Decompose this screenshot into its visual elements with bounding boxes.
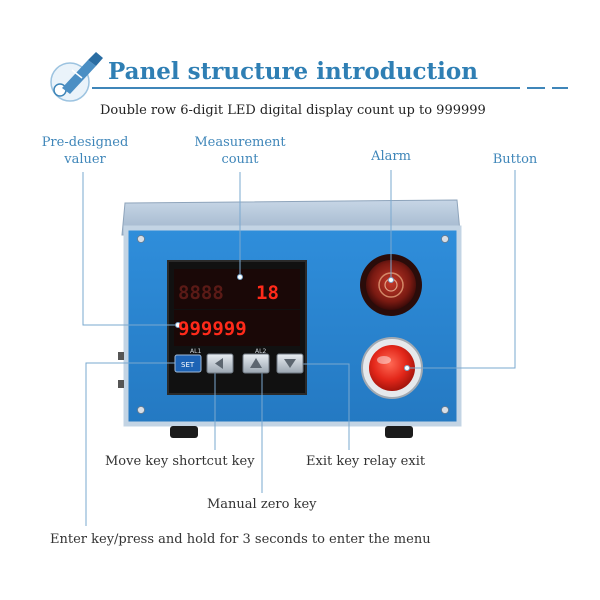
leader-lines [82, 170, 516, 526]
measurement-line1: Measurement [194, 135, 286, 150]
button-label: Button [492, 152, 538, 167]
measurement-line2: count [221, 152, 259, 167]
pre-designed-line2: valuer [64, 152, 106, 167]
move-key[interactable] [206, 353, 234, 374]
pre-designed-line1: Pre-designed [41, 135, 129, 150]
manual-zero-label: Manual zero key [207, 497, 317, 512]
move-key-label: Move key shortcut key [105, 454, 255, 469]
alarm-light [360, 254, 422, 316]
exit-key-label: Exit key relay exit [306, 454, 426, 469]
pencil-badge-icon [50, 52, 103, 102]
top-row-dim-digits: 8888 [178, 282, 224, 304]
set-key-label: SET [181, 361, 195, 369]
al2-indicator: AL2 [255, 348, 266, 355]
bottom-row-digits: 999999 [178, 318, 247, 340]
exit-key[interactable] [276, 353, 304, 374]
alarm-label: Alarm [371, 149, 411, 164]
al1-indicator: AL1 [190, 348, 201, 355]
zero-key[interactable] [242, 353, 270, 374]
set-key[interactable]: SET [174, 354, 202, 373]
measurement-label: Measurement count [190, 134, 290, 168]
top-row-lit-digits: 18 [256, 282, 279, 304]
page-subtitle: Double row 6-digit LED digital display c… [100, 103, 486, 118]
pre-designed-label: Pre-designed valuer [40, 134, 130, 168]
page-title: Panel structure introduction [108, 58, 478, 85]
enter-key-label: Enter key/press and hold for 3 seconds t… [50, 532, 431, 547]
